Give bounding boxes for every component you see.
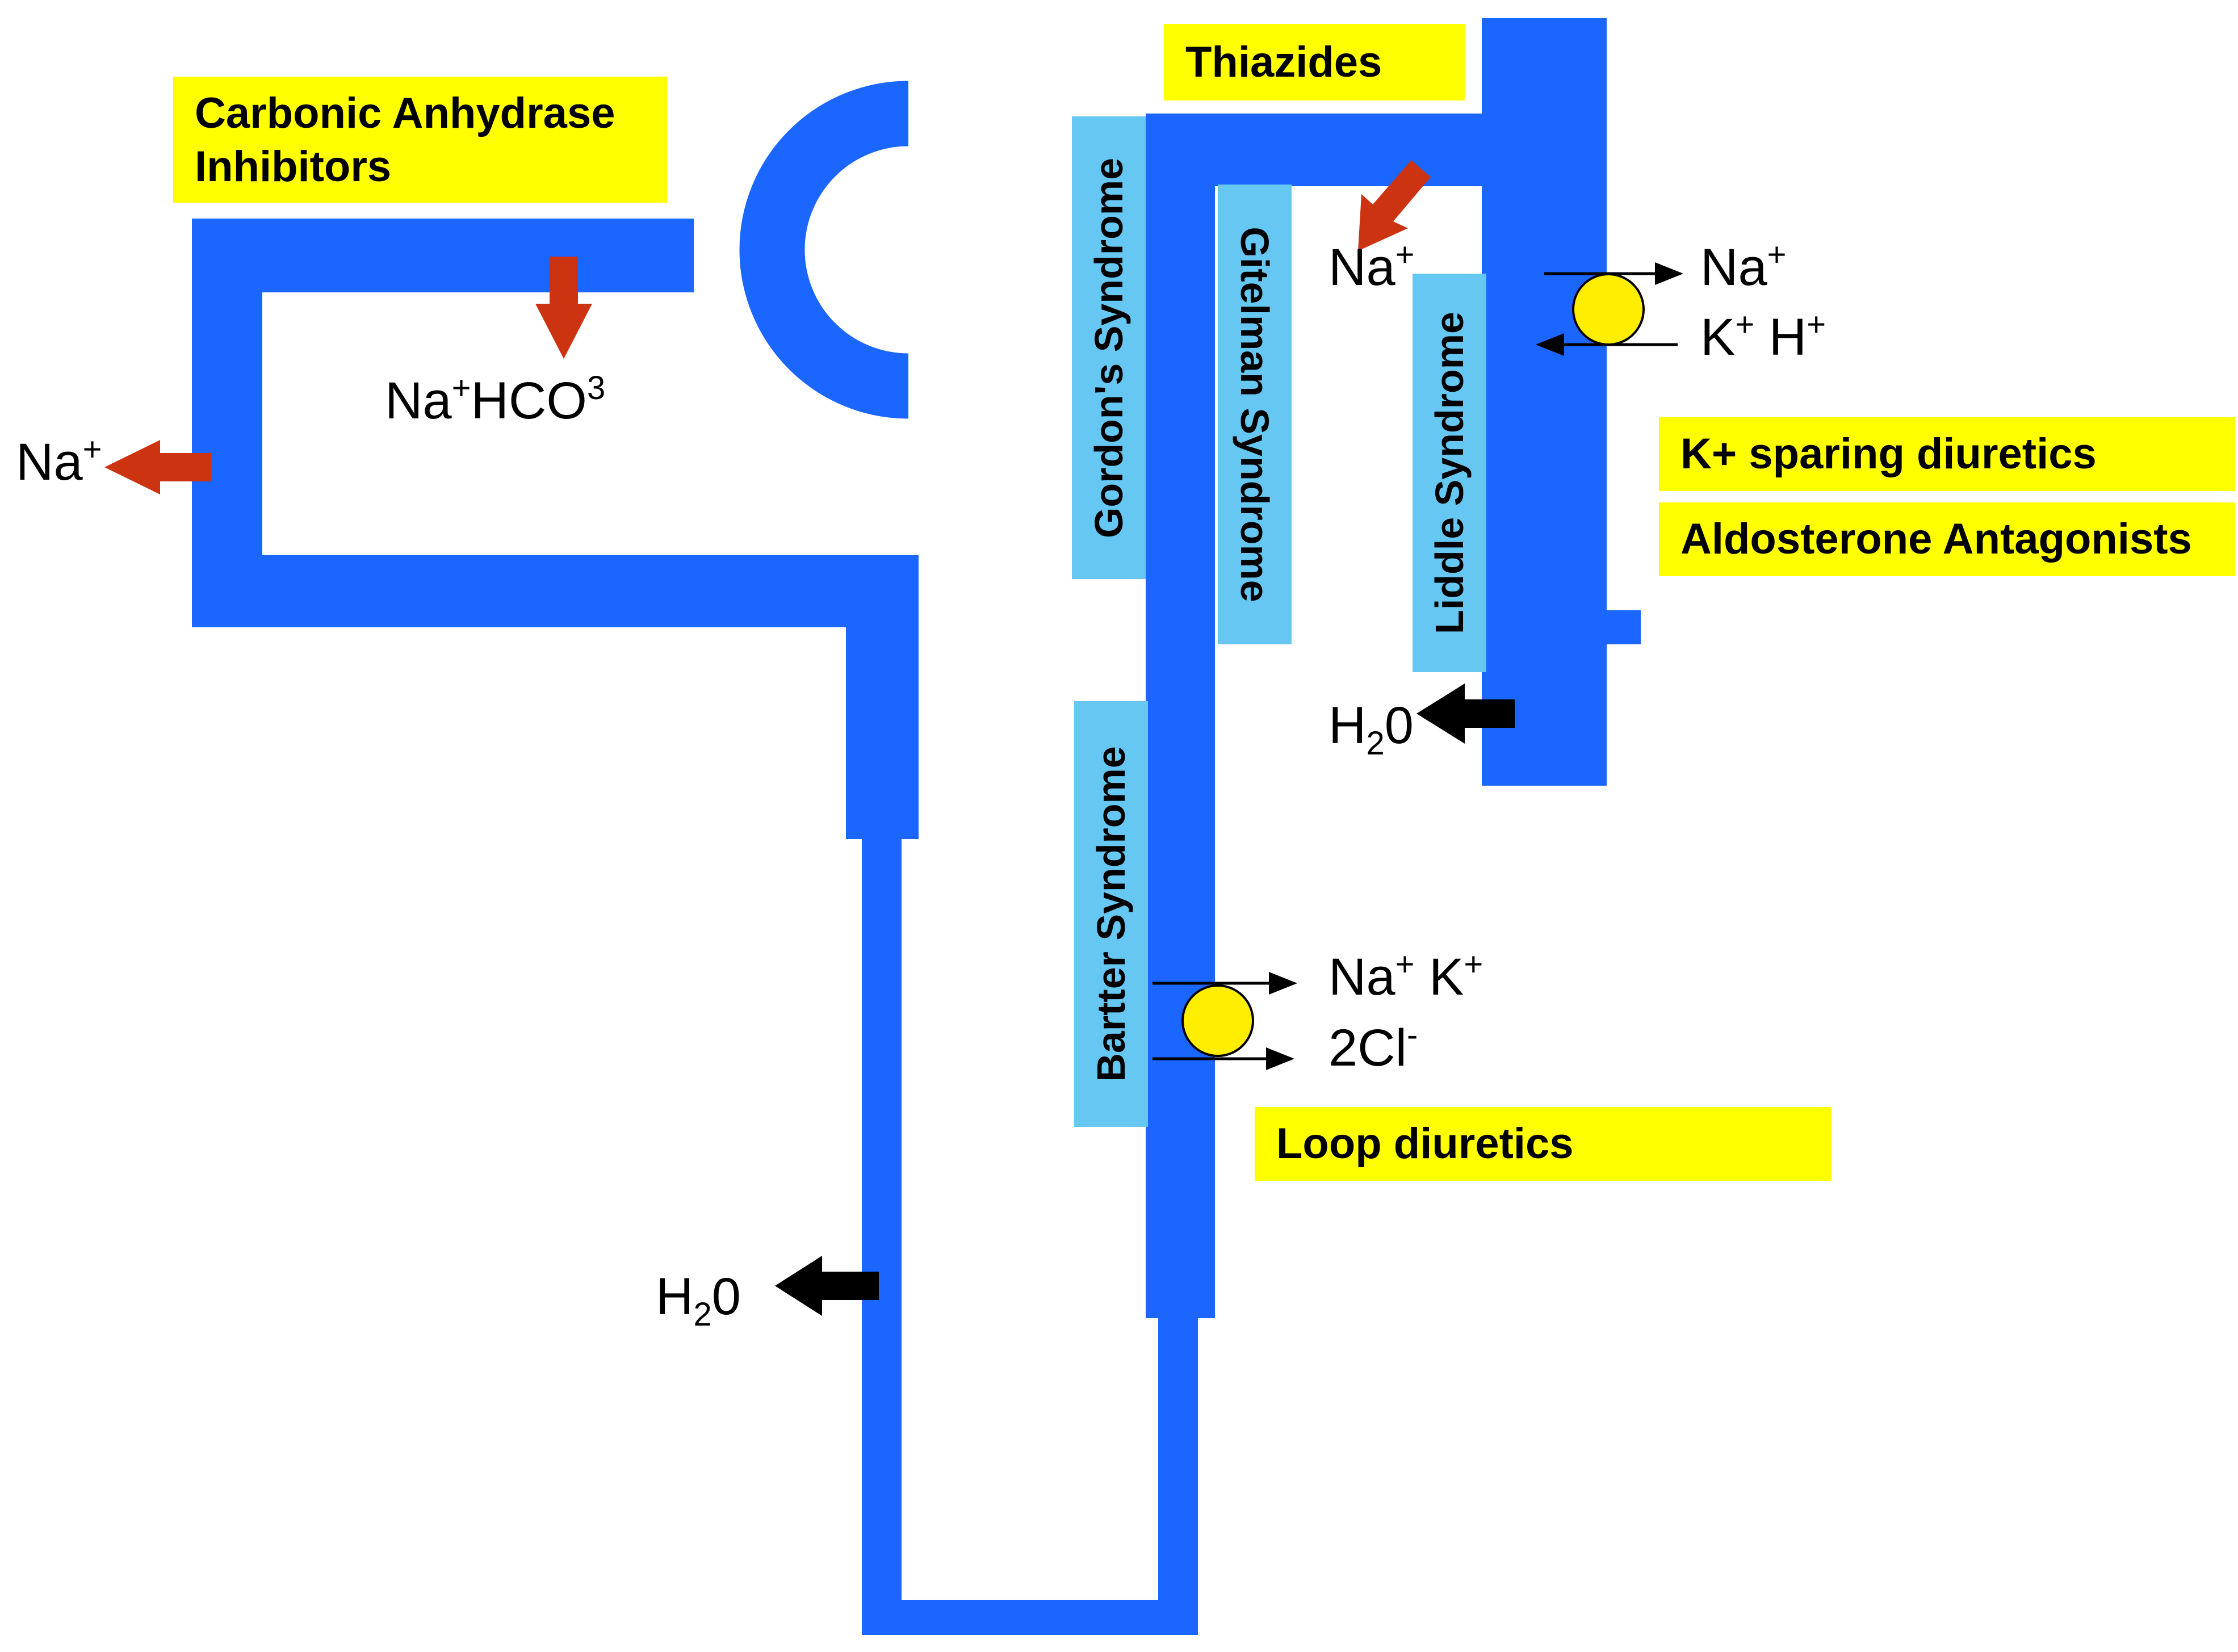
drug-carbonic-anhydrase-inhibitors: Carbonic Anhydrase Inhibitors — [173, 77, 667, 203]
red-arrow-down-hco3 — [535, 257, 592, 359]
syndrome-bartter: Bartter Syndrome — [1074, 701, 1148, 1127]
drug-carbonic-line1: Carbonic Anhydrase — [195, 89, 615, 137]
ion-na-hco3: Na+HCO3 — [385, 370, 606, 430]
drug-k-sparing-diuretics: K+ sparing diuretics — [1659, 417, 2235, 491]
distal-tubule — [1146, 114, 1549, 186]
collecting-duct — [1482, 18, 1607, 786]
syndrome-bartter-label: Bartter Syndrome — [1089, 746, 1133, 1082]
syndrome-gitelman-label: Gitelman Syndrome — [1233, 227, 1277, 602]
syndrome-gordon-label: Gordon's Syndrome — [1087, 157, 1131, 538]
ion-na-k-loop: Na+ K+ — [1328, 946, 1483, 1006]
ion-na-dct: Na+ — [1328, 236, 1415, 296]
bowman-capsule — [739, 81, 909, 419]
syndrome-gitelman: Gitelman Syndrome — [1218, 185, 1292, 644]
transporter-loop — [1181, 984, 1254, 1057]
ion-na-collecting-duct: Na+ — [1700, 236, 1787, 296]
red-arrow-dct — [1358, 160, 1431, 251]
collecting-duct-stub — [1606, 610, 1641, 644]
proximal-tubule — [192, 219, 919, 839]
loop-of-henle-thin — [862, 839, 1198, 1635]
ion-na-left: Na+ — [16, 431, 102, 491]
black-arrow-h2o-cd — [1416, 684, 1515, 744]
ion-2cl-loop: 2Cl- — [1328, 1017, 1418, 1077]
thick-ascending-limb — [1146, 136, 1215, 1318]
syndrome-liddle: Liddle Syndrome — [1413, 274, 1486, 672]
ion-h2o-loop: H20 — [656, 1268, 741, 1333]
syndrome-gordon: Gordon's Syndrome — [1072, 116, 1146, 579]
ion-h2o-collecting-duct: H20 — [1328, 697, 1414, 762]
syndrome-liddle-label: Liddle Syndrome — [1427, 312, 1472, 634]
drug-carbonic-line2: Inhibitors — [195, 142, 392, 191]
ion-k-h-collecting-duct: K+ H+ — [1700, 306, 1826, 366]
red-arrow-na-left — [104, 440, 211, 494]
drug-thiazides: Thiazides — [1164, 24, 1465, 100]
drug-aldosterone-antagonists: Aldosterone Antagonists — [1659, 502, 2235, 576]
transporter-collecting-duct — [1572, 273, 1645, 346]
drug-loop-diuretics: Loop diuretics — [1255, 1107, 1831, 1181]
black-arrow-h2o-loop — [775, 1256, 879, 1316]
